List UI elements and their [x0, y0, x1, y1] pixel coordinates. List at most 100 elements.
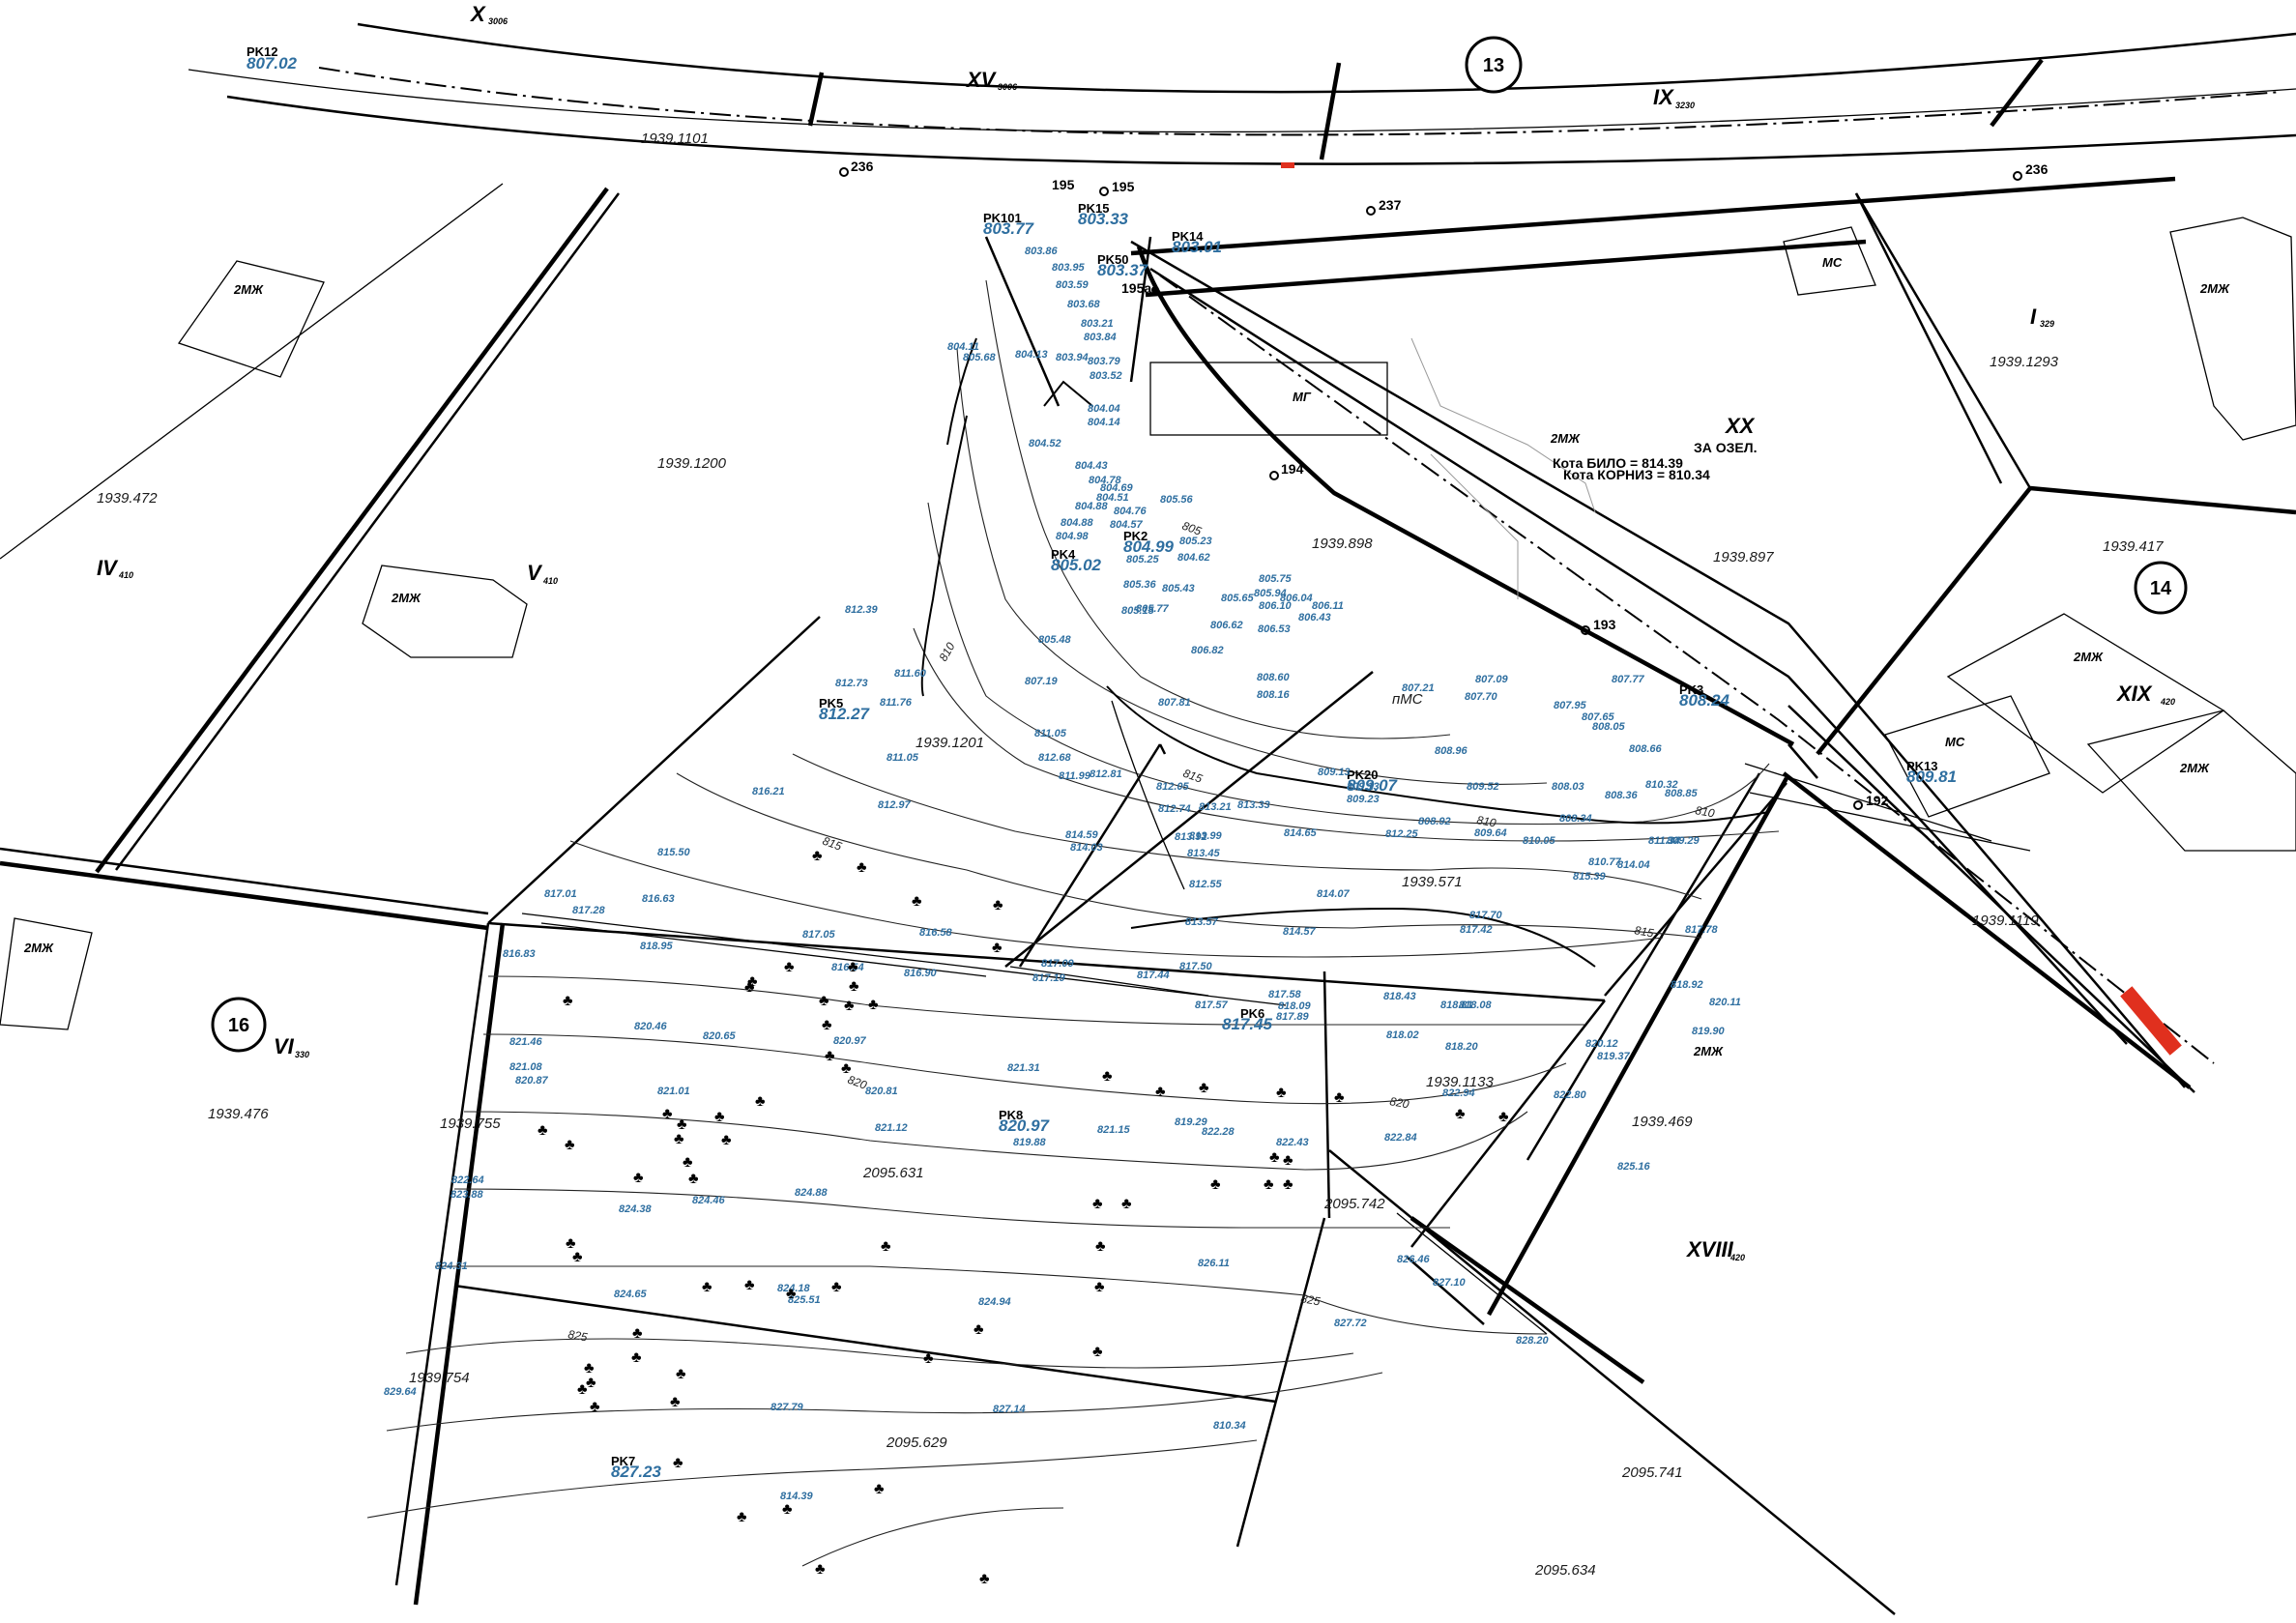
- svg-text:PK12: PK12: [247, 44, 278, 59]
- svg-text:817.45: 817.45: [1222, 1015, 1273, 1033]
- building-label: 2МЖ: [2073, 650, 2104, 664]
- elevation-label: 810.32: [1645, 779, 1678, 791]
- elevation-label: 814.07: [1317, 888, 1351, 900]
- elevation-label: 827.14: [993, 1404, 1026, 1415]
- elevation-label: 816.83: [503, 948, 536, 960]
- street-sign: [2120, 986, 2182, 1056]
- parcel-id: 2095.742: [1323, 1196, 1385, 1212]
- elevation-label: 821.08: [509, 1061, 543, 1073]
- elevation-label: 807.81: [1158, 697, 1191, 709]
- elevation-label: 814.39: [780, 1491, 814, 1502]
- tree-icon: ♣: [670, 1394, 681, 1410]
- contour-lines: [366, 279, 1780, 1567]
- elevation-label: 803.95: [1052, 262, 1086, 274]
- elevation-label: 805.75: [1259, 573, 1293, 585]
- parcel-id: 1939.754: [409, 1370, 470, 1386]
- tree-icon: ♣: [590, 1399, 600, 1415]
- elevation-label: 809.64: [1474, 827, 1507, 839]
- elevation-label: 808.16: [1257, 689, 1291, 701]
- parcel-id: 1939.1119: [1972, 913, 2039, 929]
- building-label: 2МЖ: [2179, 761, 2210, 775]
- buildings: [0, 217, 2296, 1030]
- building-ms-1: [1783, 226, 1876, 296]
- elevation-label: 825.51: [788, 1294, 821, 1306]
- elevation-label: 812.25: [1385, 828, 1419, 840]
- parcel-id: 1939.1293: [1990, 354, 2059, 370]
- elevation-label: 805.23: [1179, 536, 1212, 547]
- block-16-circle: [211, 997, 267, 1053]
- tree-icon: ♣: [992, 940, 1003, 956]
- kota-korniz-note: Кота КОРНИЗ = 810.34: [1563, 467, 1710, 482]
- elevation-label: 820.11: [1709, 997, 1741, 1008]
- elevation-label: 825.16: [1617, 1161, 1651, 1173]
- parcel-id: 1939.469: [1632, 1114, 1693, 1130]
- svg-text:PK7: PK7: [611, 1454, 635, 1468]
- elevation-label: 806.11: [1312, 600, 1344, 612]
- elevation-label: 827.10: [1433, 1277, 1467, 1289]
- tree-icon: ♣: [714, 1109, 725, 1125]
- parcel-id: 2095.741: [1621, 1464, 1683, 1481]
- block-13-label: 13: [1483, 55, 1504, 76]
- parcel-id: 1939.476: [208, 1106, 269, 1122]
- elevation-label: 806.62: [1210, 620, 1243, 631]
- station-label: 194: [1281, 461, 1304, 477]
- svg-text:PK5: PK5: [819, 696, 843, 710]
- svg-text:803.77: 803.77: [983, 219, 1035, 238]
- elevation-label: 803.68: [1067, 299, 1101, 310]
- tree-icon: ♣: [633, 1170, 644, 1186]
- elevation-label: 812.39: [845, 604, 879, 616]
- tree-icon: ♣: [812, 848, 823, 864]
- elevation-label: 818.08: [1459, 1000, 1493, 1011]
- tree-icon: ♣: [844, 998, 855, 1014]
- elevation-label: 812.68: [1038, 752, 1072, 764]
- tree-icon: ♣: [974, 1321, 984, 1338]
- elevation-label: 807.09: [1475, 674, 1509, 685]
- building-labels: 2МЖ 2МЖ 2МЖ МГ 2МЖ МС 2МЖ МС 2МЖ 2МЖ 2МЖ…: [23, 255, 2230, 1058]
- elevation-label: 808.34: [1559, 813, 1592, 825]
- svg-text:3006: 3006: [488, 16, 509, 26]
- tree-icon: ♣: [881, 1238, 891, 1255]
- elevation-label: 814.65: [1284, 827, 1318, 839]
- building-2mzh-2: [362, 565, 528, 658]
- elevation-label: 812.55: [1189, 879, 1223, 890]
- elevation-label: 824.18: [777, 1283, 811, 1294]
- svg-text:805.02: 805.02: [1051, 556, 1102, 574]
- tree-icon: ♣: [565, 1137, 575, 1153]
- tree-icon: ♣: [848, 959, 858, 975]
- elevation-label: 817.70: [1469, 910, 1503, 921]
- svg-text:329: 329: [2040, 319, 2054, 329]
- elevation-label: 813.45: [1187, 848, 1221, 859]
- tree-icon: ♣: [786, 1286, 797, 1302]
- elevation-label: 804.52: [1029, 438, 1061, 449]
- svg-text:IX: IX: [1653, 85, 1674, 109]
- elevation-label: 807.95: [1554, 700, 1587, 711]
- svg-text:808.24: 808.24: [1679, 691, 1730, 710]
- building-nms: [1430, 453, 1519, 599]
- elevation-label: 812.73: [835, 678, 868, 689]
- svg-text:XIX: XIX: [2115, 681, 2153, 706]
- elevation-label: 809.13: [1318, 767, 1351, 778]
- station-label: 236: [851, 159, 874, 174]
- elevation-label: 803.94: [1056, 352, 1089, 363]
- contour-label: 825: [567, 1327, 588, 1344]
- tree-icon: ♣: [1283, 1152, 1293, 1169]
- elevation-label: 820.87: [515, 1075, 549, 1087]
- elevation-label: 824.31: [435, 1261, 468, 1272]
- parcel-id: 1939.472: [97, 490, 158, 507]
- tree-icon: ♣: [586, 1375, 596, 1391]
- building-label: 2МЖ: [1550, 431, 1581, 446]
- elevation-label: 818.81: [1440, 1000, 1473, 1011]
- elevation-label: 813.33: [1237, 799, 1270, 811]
- elevation-label: 813.21: [1199, 801, 1232, 813]
- building-label: 2МЖ: [2199, 281, 2230, 296]
- elevation-label: 824.38: [619, 1203, 653, 1215]
- elevation-label: 804.51: [1096, 492, 1129, 504]
